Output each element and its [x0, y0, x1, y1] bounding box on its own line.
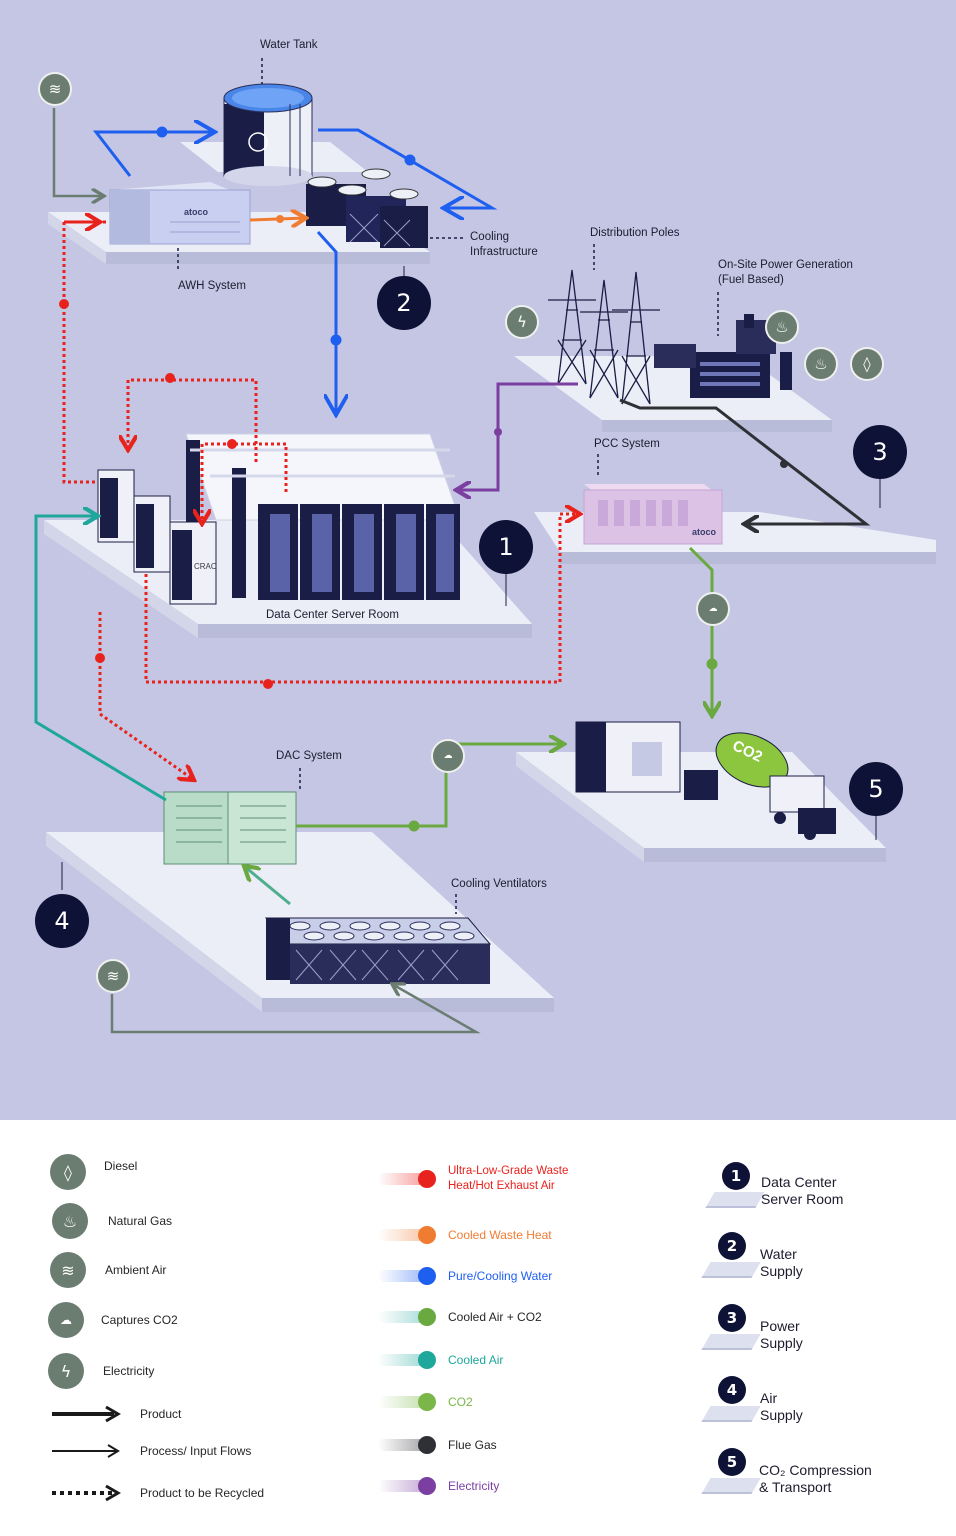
- cooling-towers-graphic: [306, 168, 428, 248]
- cooled-air-flow: [34, 516, 291, 906]
- co2-compression-graphic: [575, 721, 836, 840]
- cooled-waste-heat-flow: [249, 215, 306, 223]
- wind-icon: ≋: [38, 72, 72, 106]
- lightning-icon: ϟ: [48, 1353, 84, 1389]
- platform-co2-transport: [516, 752, 886, 862]
- crac-units-graphic: [97, 469, 217, 605]
- water-tank-label: Water Tank: [260, 39, 318, 51]
- co2-cloud-icon: ☁: [48, 1302, 84, 1338]
- diagram-canvas: [34, 58, 936, 1034]
- legend-item-product-recycled: Product to be Recycled: [50, 1483, 264, 1503]
- badge-data-center: 1: [479, 520, 533, 574]
- flue-gas-swatch: [378, 1433, 436, 1457]
- co2-swatch: [378, 1390, 436, 1414]
- co2-cloud-icon: ☁: [431, 739, 465, 773]
- legend-num-1-label: Data Center Server Room: [761, 1174, 844, 1207]
- legend-item-captures-co2: ☁ Captures CO2: [48, 1302, 178, 1338]
- dotted-arrow-icon: [52, 1484, 121, 1502]
- legend-item-natural-gas: ♨ Natural Gas: [52, 1203, 172, 1239]
- electricity-swatch: [378, 1474, 436, 1498]
- legend: ◊ Diesel ♨ Natural Gas ≋ Ambient Air ☁ C…: [0, 1120, 956, 1536]
- legend-flow-cooled-waste-heat: Cooled Waste Heat: [378, 1223, 552, 1247]
- pcc-system-graphic: [583, 484, 723, 545]
- cooled-air-swatch: [378, 1348, 436, 1372]
- droplet-icon: ◊: [850, 347, 884, 381]
- distribution-poles-label: Distribution Poles: [590, 227, 680, 239]
- legend-flow-cooled-air-co2: Cooled Air + CO2: [378, 1305, 542, 1329]
- legend-num-5: 5: [701, 1448, 762, 1504]
- water-swatch: [378, 1264, 436, 1288]
- legend-num-2: 2: [701, 1232, 762, 1288]
- thick-arrow-icon: [52, 1405, 121, 1423]
- badge-air-supply: 4: [35, 894, 89, 948]
- cooled-waste-heat-swatch: [378, 1223, 436, 1247]
- badge-power-supply: 3: [853, 425, 907, 479]
- legend-flow-cooled-air: Cooled Air: [378, 1348, 503, 1372]
- co2-cloud-icon: ☁: [696, 592, 730, 626]
- legend-num-3: 3: [701, 1304, 762, 1360]
- onsite-power-label: On-Site Power Generation (Fuel Based): [718, 259, 853, 286]
- flue-gas-flow: [619, 398, 871, 524]
- label-leaders: [177, 58, 719, 914]
- dac-system-graphic: [163, 791, 297, 865]
- badge-stems: [61, 266, 881, 890]
- badge-water-supply: 2: [377, 276, 431, 330]
- pcc-system-label: PCC System: [594, 438, 660, 450]
- legend-flow-water: Pure/Cooling Water: [378, 1264, 552, 1288]
- flame-icon: ♨: [765, 310, 799, 344]
- legend-item-product: Product: [50, 1404, 181, 1424]
- legend-num-4-label: Air Supply: [760, 1390, 803, 1423]
- legend-item-diesel: ◊ Diesel: [50, 1154, 137, 1190]
- process-diagram: Water Tank Cooling Infrastructure AWH Sy…: [0, 0, 956, 1120]
- flame-icon: ♨: [52, 1203, 88, 1239]
- waste-heat-flow-lines: [62, 222, 580, 780]
- wind-icon: ≋: [50, 1252, 86, 1288]
- legend-flow-electricity: Electricity: [378, 1474, 499, 1498]
- awh-system-graphic: [109, 182, 251, 245]
- water-tank-graphic: [223, 83, 313, 186]
- electricity-flow: [456, 382, 578, 490]
- legend-num-1: 1: [705, 1162, 766, 1218]
- lightning-icon: ϟ: [505, 305, 539, 339]
- waste-heat-flow-dots: [59, 299, 273, 689]
- cooled-air-co2-swatch: [378, 1305, 436, 1329]
- thin-arrow-icon: [52, 1444, 120, 1458]
- legend-num-4: 4: [701, 1376, 762, 1432]
- cooling-ventilators-graphic: [264, 917, 492, 984]
- legend-num-2-label: Water Supply: [760, 1246, 803, 1279]
- data-center-label: Data Center Server Room: [266, 609, 399, 621]
- legend-item-ambient-air: ≋ Ambient Air: [50, 1252, 166, 1288]
- cooling-infrastructure-label: Cooling Infrastructure: [470, 231, 538, 258]
- legend-item-process-flows: Process/ Input Flows: [50, 1441, 251, 1461]
- distribution-poles-graphic: [548, 269, 660, 405]
- water-flow-lines: [92, 128, 498, 412]
- legend-flow-co2: CO2: [378, 1390, 473, 1414]
- co2-flow-lines: [296, 546, 716, 832]
- flame-icon: ♨: [804, 347, 838, 381]
- droplet-icon: ◊: [50, 1154, 86, 1190]
- ambient-air-flow: [52, 108, 481, 1034]
- legend-flow-flue-gas: Flue Gas: [378, 1433, 497, 1457]
- generator-graphic: [654, 314, 792, 398]
- legend-item-electricity-icon: ϟ Electricity: [48, 1353, 154, 1389]
- waste-heat-swatch: [378, 1167, 436, 1191]
- pcc-brand-text: atoco: [692, 527, 717, 537]
- cooling-ventilators-label: Cooling Ventilators: [451, 878, 547, 890]
- dac-system-label: DAC System: [276, 750, 342, 762]
- legend-num-3-label: Power Supply: [760, 1318, 803, 1351]
- crac-label: CRAC: [194, 562, 217, 571]
- awh-system-label: AWH System: [178, 280, 246, 292]
- legend-flow-waste-heat: Ultra-Low-Grade Waste Heat/Hot Exhaust A…: [378, 1164, 568, 1194]
- awh-brand-text: atoco: [184, 207, 209, 217]
- badge-co2-transport: 5: [849, 762, 903, 816]
- legend-num-5-label: CO₂ Compression & Transport: [759, 1462, 872, 1495]
- wind-icon: ≋: [96, 959, 130, 993]
